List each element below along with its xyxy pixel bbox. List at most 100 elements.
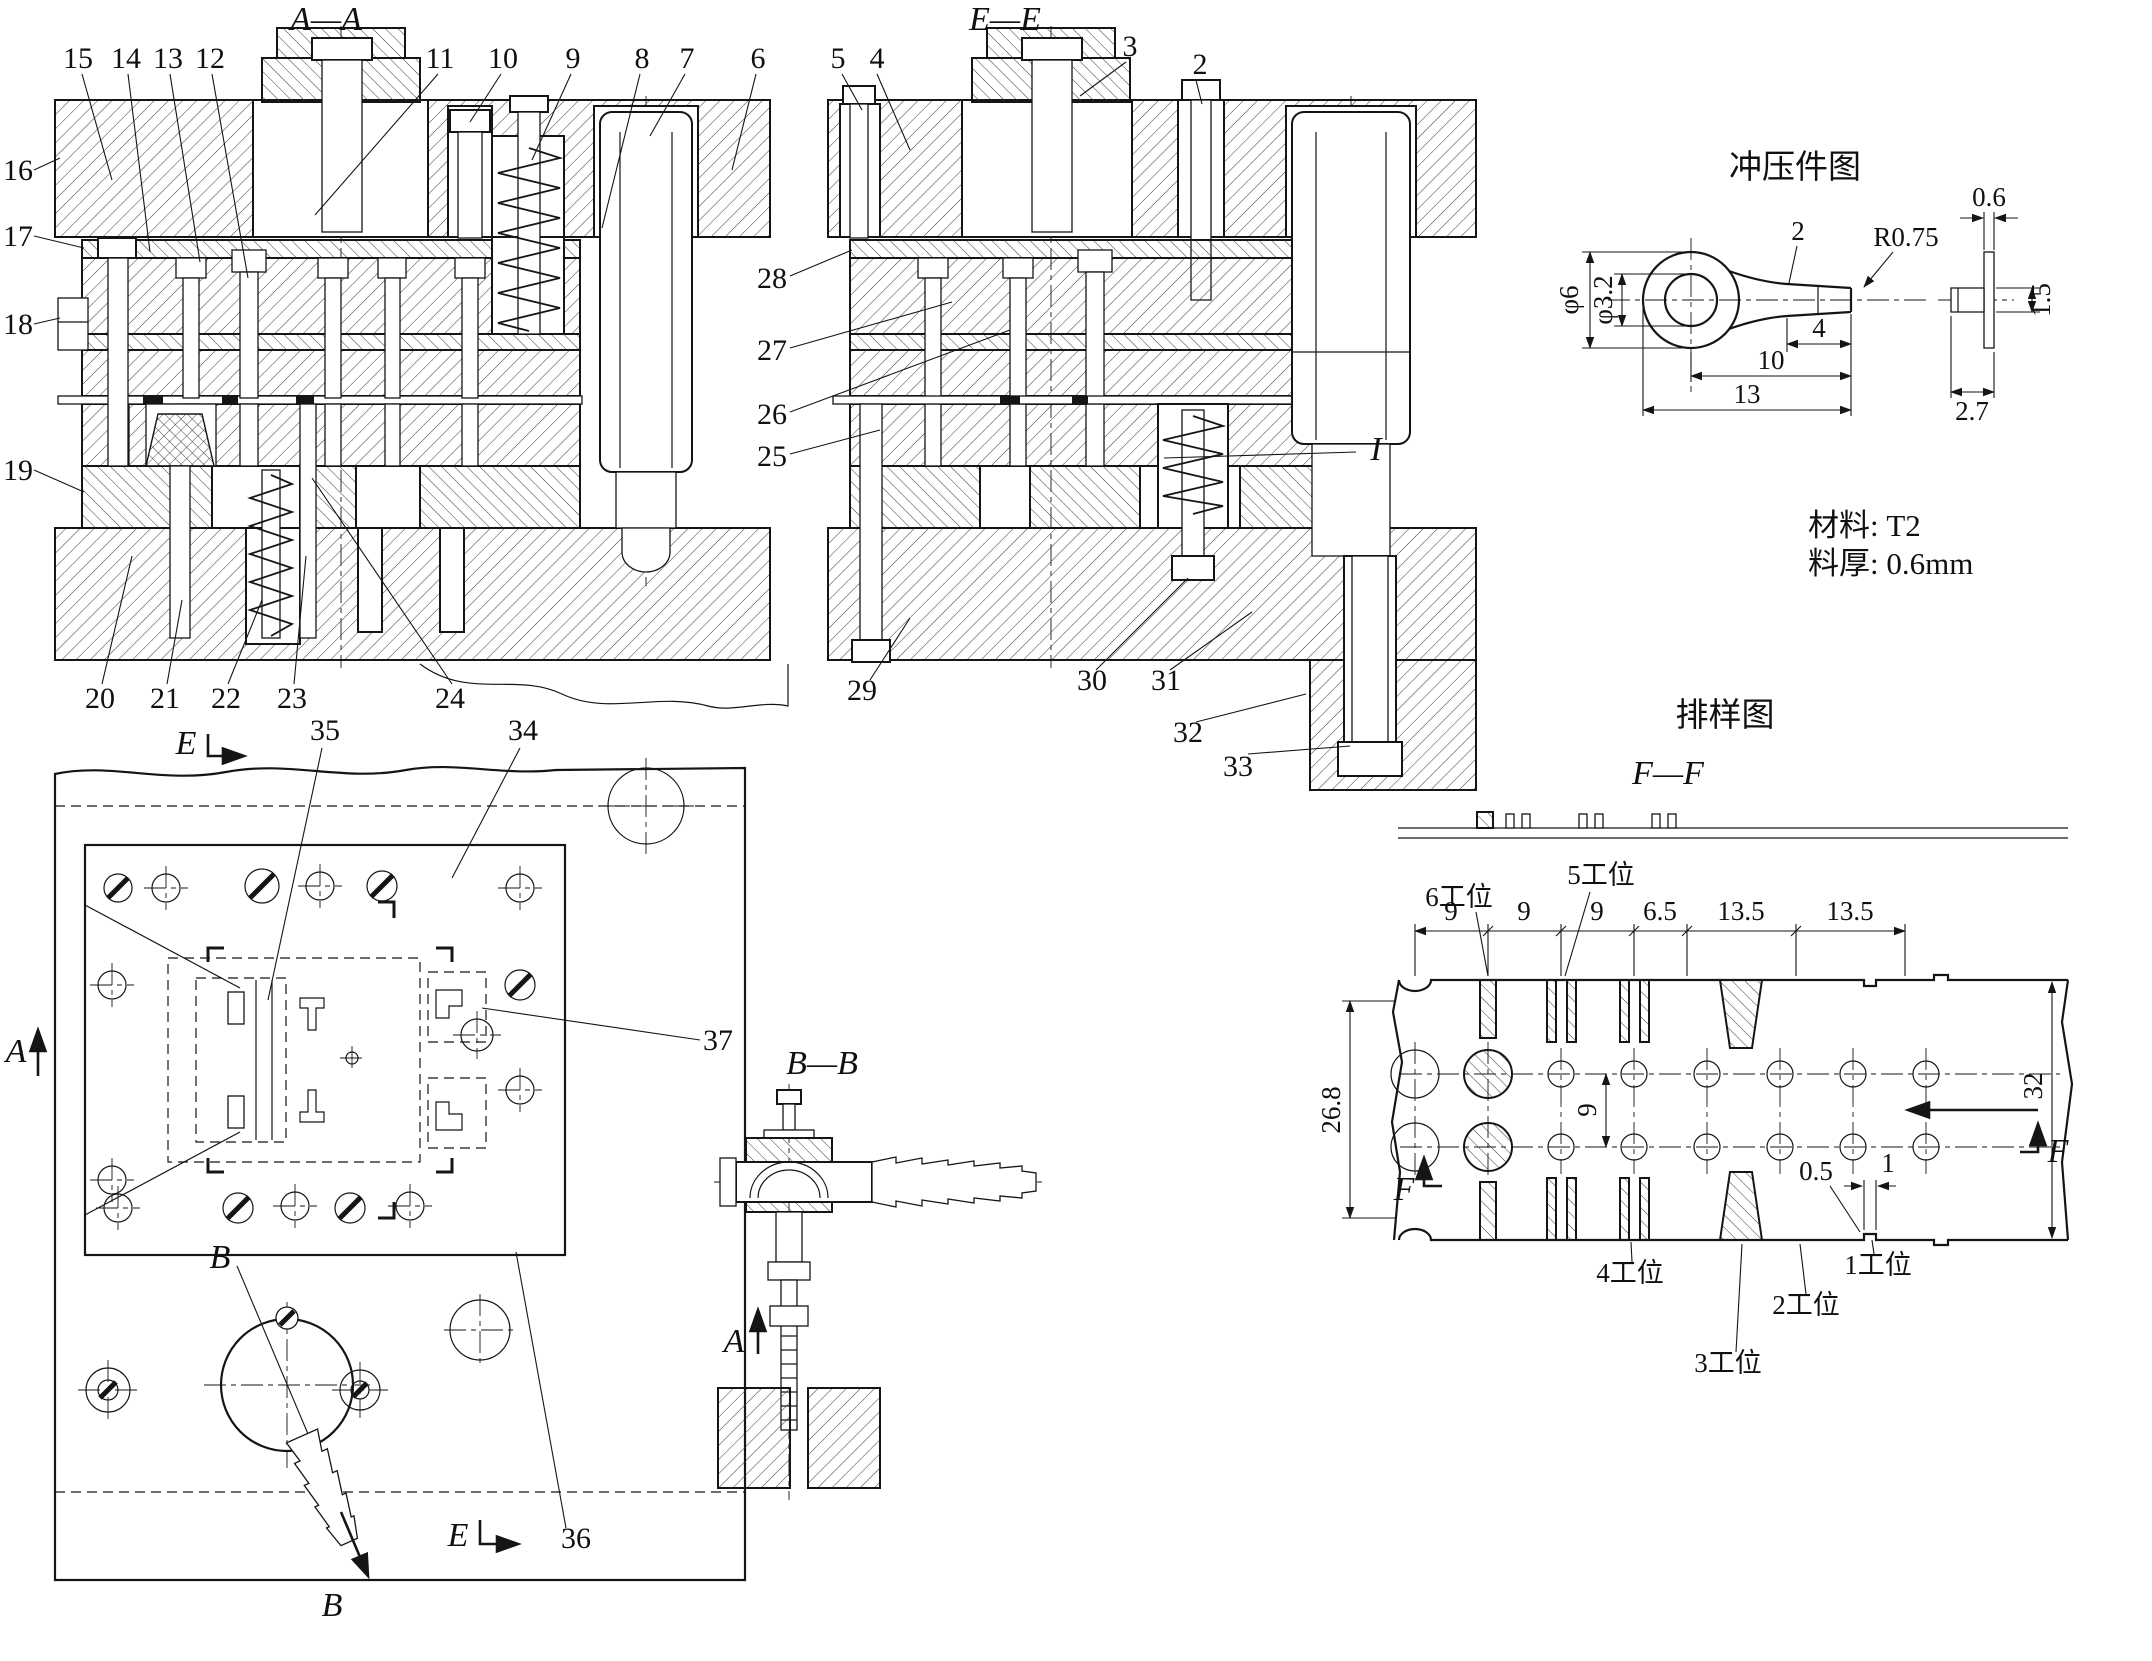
dim-tab-width: 2	[1791, 216, 1805, 246]
dim-side-width: 2.7	[1955, 396, 1989, 426]
section-bb-view: B—B A	[714, 1045, 1046, 1500]
dim-len-tab: 4	[1812, 313, 1826, 343]
callout-2: 2	[1193, 48, 1208, 81]
callout-19: 19	[3, 454, 33, 487]
station-label-5: 5工位	[1567, 860, 1635, 890]
callout-29: 29	[847, 674, 877, 707]
callout-16: 16	[3, 154, 33, 187]
dim-notch-width: 1	[1881, 1148, 1895, 1178]
callout-14: 14	[111, 42, 141, 75]
callout-5: 5	[831, 42, 846, 75]
part-side-dimensions	[1949, 212, 2040, 398]
dim-outer-dia: φ6	[1554, 285, 1584, 314]
section-aa-view: A—A 15 14 13 12 11 10 9 8 7 6 16 17 18 1…	[3, 1, 789, 715]
callout-24: 24	[435, 682, 465, 715]
hose-barb-part	[285, 1428, 359, 1547]
section-e-arrow-bottom	[478, 1520, 522, 1554]
part-front-view	[1608, 238, 1930, 392]
callout-I: I	[1369, 431, 1383, 468]
dim-lip: 1.5	[2026, 283, 2056, 317]
section-f-label-right: F	[2047, 1133, 2070, 1170]
dim-pitch-3: 9	[1590, 896, 1604, 926]
callout-18: 18	[3, 308, 33, 341]
section-b-label-bottom: B	[322, 1587, 343, 1624]
aa-punches	[175, 249, 486, 399]
callout-7: 7	[680, 42, 695, 75]
callout-8: 8	[635, 42, 650, 75]
ee-die-geometry	[827, 27, 1477, 791]
callout-3: 3	[1123, 30, 1138, 63]
section-a-label-left: A	[4, 1033, 27, 1070]
section-a-label-bb: A	[722, 1323, 745, 1360]
view-title-aa: A—A	[288, 1, 362, 38]
callout-15: 15	[63, 42, 93, 75]
strip-dimensions	[1342, 891, 2057, 1353]
material-note: 材料: T2	[1808, 508, 1921, 543]
dim-len-mid: 10	[1758, 345, 1785, 375]
dim-seg-1: 13.5	[1717, 896, 1764, 926]
aa-leader-lines	[33, 73, 757, 685]
dim-pitch-2: 9	[1517, 896, 1531, 926]
dim-thickness: 0.6	[1972, 182, 2006, 212]
dim-row-gap: 9	[1572, 1103, 1602, 1117]
dim-width-left: 26.8	[1316, 1086, 1346, 1133]
part-side-view	[1938, 251, 2014, 349]
station-label-3: 3工位	[1694, 1348, 1762, 1378]
section-e-label-bottom: E	[447, 1517, 469, 1554]
callout-6: 6	[751, 42, 766, 75]
part-drawing-title: 冲压件图	[1729, 149, 1861, 186]
aa-die-geometry	[54, 27, 789, 709]
callout-20: 20	[85, 682, 115, 715]
part-front-dimensions	[1582, 245, 1894, 416]
callout-31: 31	[1151, 664, 1181, 697]
part-drawing-view: 冲压件图 φ6 φ3.2 2 R0.75 4 10 13 0	[1554, 149, 2056, 581]
ee-leader-lines	[789, 61, 1357, 755]
section-b-label-top: B	[210, 1239, 231, 1276]
section-e-label-top: E	[175, 725, 197, 762]
strip-edge-view	[1398, 811, 2068, 839]
callout-23: 23	[277, 682, 307, 715]
plan-plate-geometry	[53, 758, 747, 1582]
section-e-arrow-top	[206, 734, 248, 766]
strip-plan-view	[1390, 973, 2074, 1247]
callout-13: 13	[153, 42, 183, 75]
dim-pitch-1: 9	[1444, 896, 1458, 926]
dim-seg-2: 13.5	[1826, 896, 1873, 926]
section-ff-label: F—F	[1631, 755, 1705, 792]
station-label-1: 1工位	[1844, 1250, 1912, 1280]
callout-26: 26	[757, 398, 787, 431]
dim-notch-depth: 0.5	[1799, 1156, 1833, 1186]
station-label-2: 2工位	[1772, 1290, 1840, 1320]
callout-21: 21	[150, 682, 180, 715]
station-label-6: 6工位	[1425, 882, 1493, 912]
station-label-4: 4工位	[1596, 1258, 1664, 1288]
view-title-ee: E—E	[968, 1, 1041, 38]
dim-fillet: R0.75	[1873, 222, 1938, 252]
section-f-label-left: F	[1393, 1171, 1416, 1208]
callout-33: 33	[1223, 750, 1253, 783]
plan-hose-assembly	[204, 1265, 370, 1580]
callout-27: 27	[757, 334, 787, 367]
sheet-thickness-note: 料厚: 0.6mm	[1808, 546, 1973, 581]
callout-28: 28	[757, 262, 787, 295]
dim-hole-dia: φ3.2	[1588, 275, 1618, 324]
callout-12: 12	[195, 42, 225, 75]
callout-37: 37	[703, 1024, 733, 1057]
callout-30: 30	[1077, 664, 1107, 697]
section-f-arrow-right	[2020, 1120, 2048, 1154]
dim-gap: 6.5	[1643, 896, 1677, 926]
callout-10: 10	[488, 42, 518, 75]
callout-35: 35	[310, 714, 340, 747]
plan-view: 35 34 37 36 E E A B B	[4, 714, 747, 1624]
strip-layout-view: 排样图 F—F	[1316, 697, 2074, 1378]
callout-34: 34	[508, 714, 538, 747]
plan-fastener-holes	[78, 864, 542, 1420]
callout-32: 32	[1173, 716, 1203, 749]
section-ee-view: E—E 5 4 3 2 28 27 26 25 29 30 31 32 33 I	[757, 1, 1477, 791]
callout-25: 25	[757, 440, 787, 473]
section-f-arrow-left	[1414, 1154, 1442, 1188]
strip-layout-title: 排样图	[1676, 697, 1775, 734]
callout-22: 22	[211, 682, 241, 715]
